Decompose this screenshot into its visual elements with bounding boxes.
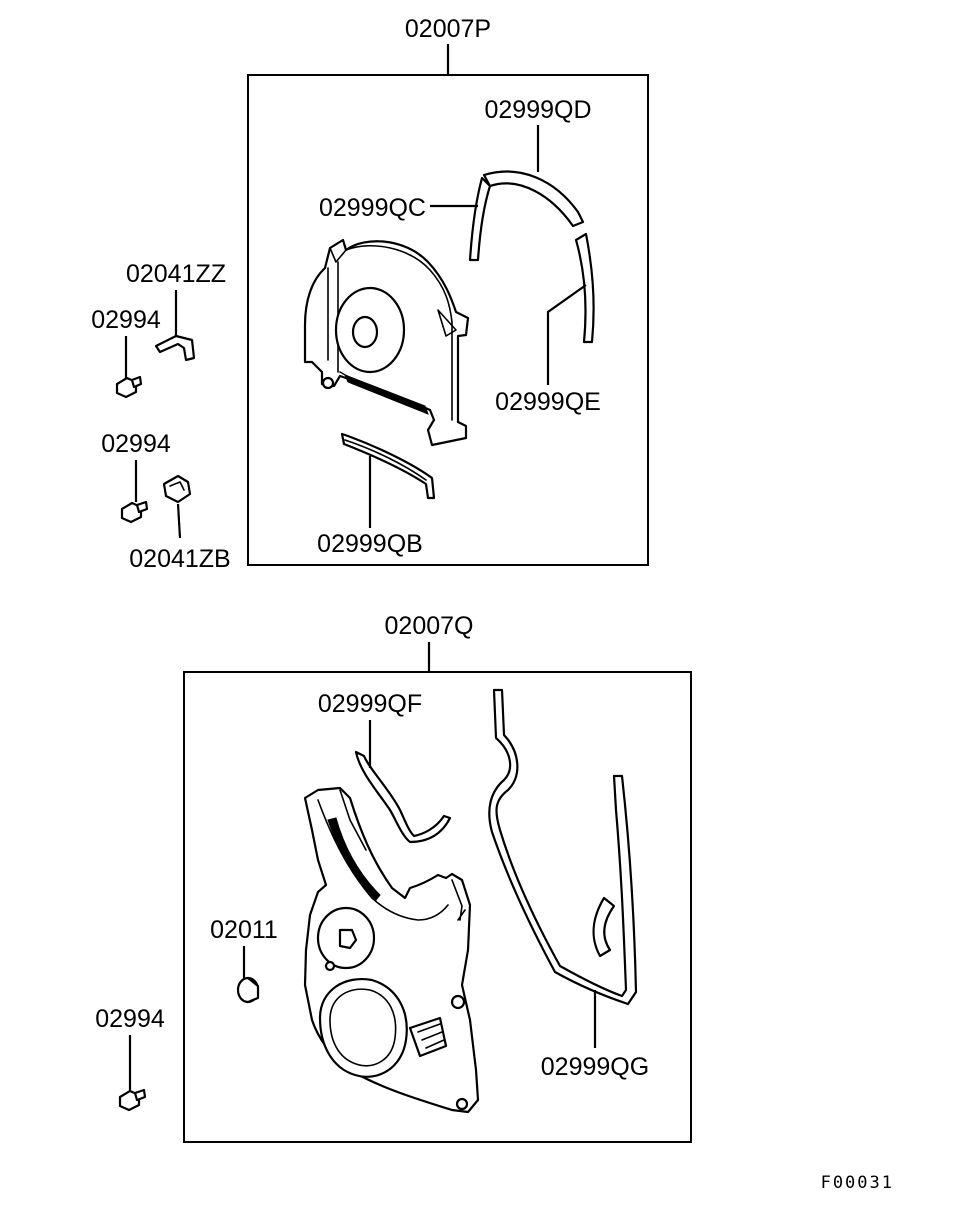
clip-02041ZZ [154,334,196,362]
dowel-pin-02011 [236,976,260,1004]
gasket-02999QE [574,232,595,344]
part-label-02011: 02011 [210,916,278,944]
gasket-02999QC [468,176,492,262]
group-frame-lower [183,671,692,1143]
gasket-02999QD [482,170,585,228]
group-label-upper: 02007P [405,15,491,43]
part-label-02994-b: 02994 [101,430,171,458]
part-label-02999QC: 02999QC [319,194,426,222]
gasket-02999QG [488,688,638,1006]
gasket-02999QB [340,432,436,500]
part-label-02999QG: 02999QG [541,1053,649,1081]
bolt-icon [118,1088,147,1112]
part-label-02999QE: 02999QE [495,388,601,416]
group-label-lower: 02007Q [385,612,474,640]
part-label-02041ZZ: 02041ZZ [126,260,226,288]
part-label-02999QF: 02999QF [318,690,422,718]
gasket-02999QF [354,750,452,844]
leader-line [176,503,182,539]
part-label-02041ZB: 02041ZB [129,545,230,573]
lower-timing-cover [303,786,480,1114]
bolt-icon [115,375,143,399]
bolt-icon [120,500,149,524]
upper-timing-cover [303,238,470,447]
part-label-02999QD: 02999QD [484,96,591,124]
leader-line [546,284,587,385]
part-label-02999QB: 02999QB [317,530,423,558]
group-frame-upper [247,74,649,566]
grommet-02041ZB [162,474,192,504]
part-label-02994-c: 02994 [95,1005,165,1033]
part-label-02994-a: 02994 [91,306,161,334]
figure-code: F00031 [821,1173,894,1193]
